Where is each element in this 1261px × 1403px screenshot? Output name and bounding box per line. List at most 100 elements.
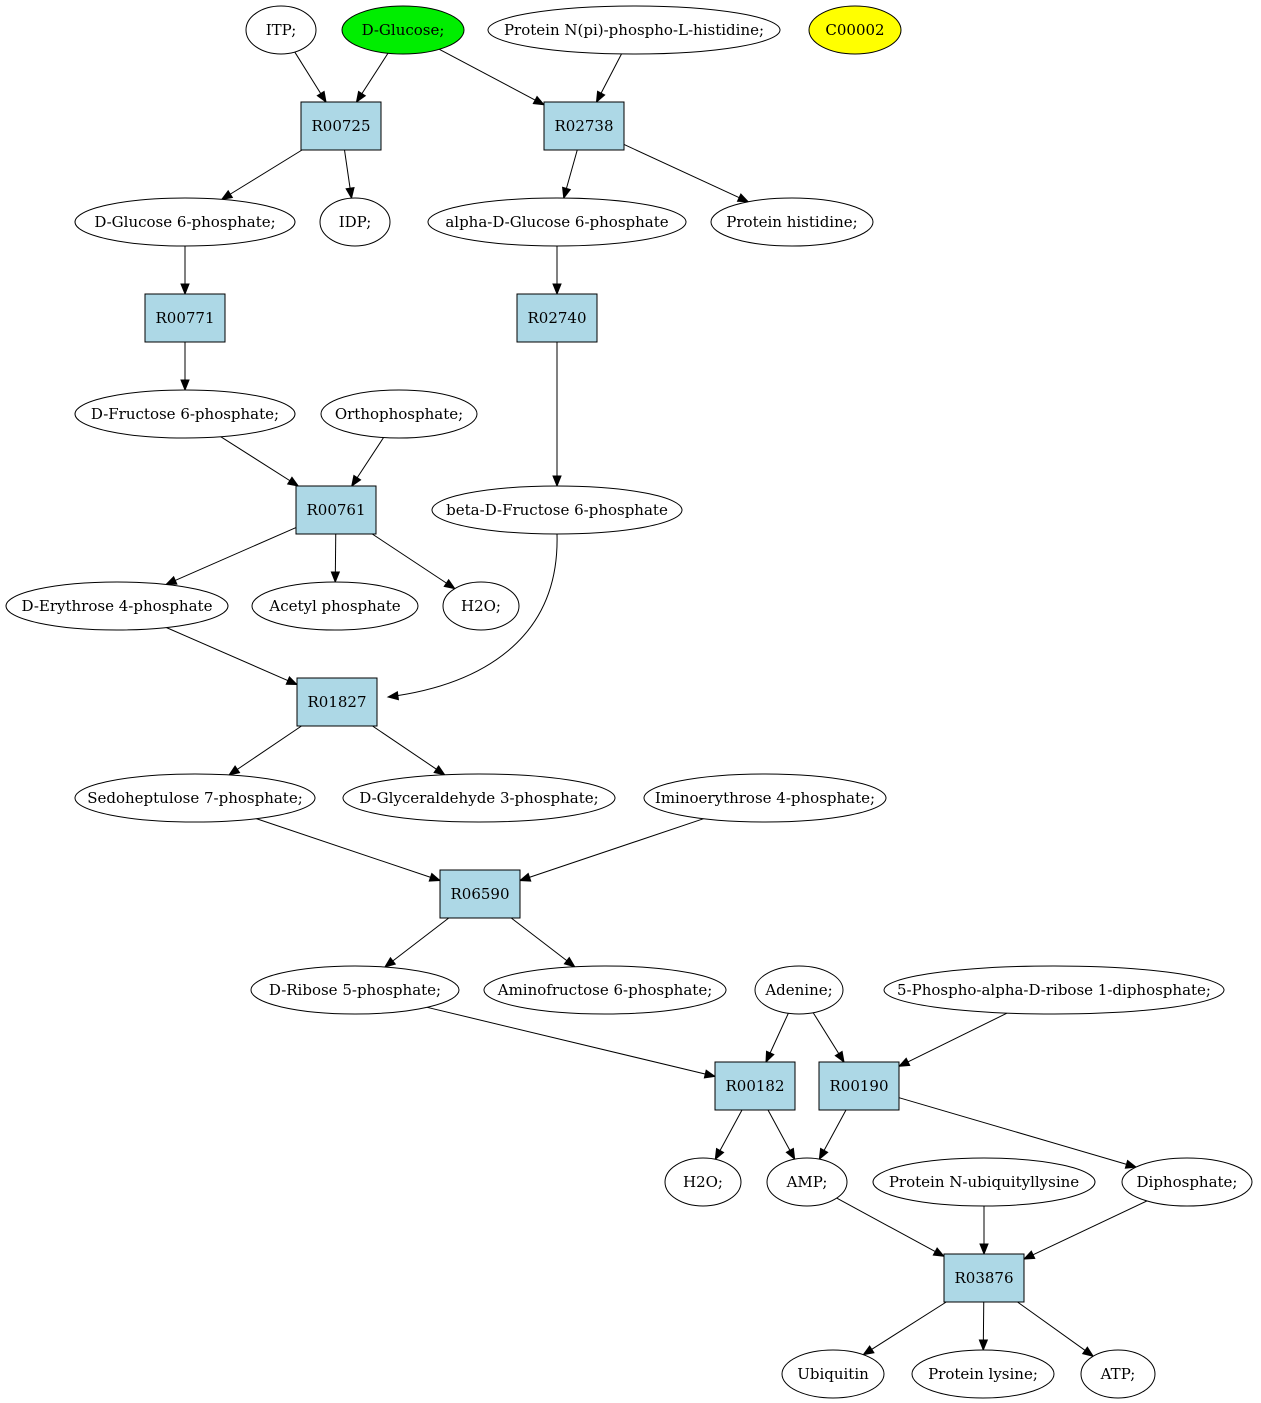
edge-r01827-to-ga3p [372, 725, 445, 776]
compound-node-prothis[interactable]: Protein histidine; [710, 197, 874, 247]
edge-e4p-to-r01827 [166, 627, 298, 686]
compound-node-idp[interactable]: IDP; [319, 197, 391, 247]
edge-s7p-to-r06590 [256, 818, 441, 882]
compound-label: alpha-D-Glucose 6-phosphate [445, 213, 668, 231]
edge-r00190-to-amp-arrowhead [818, 1147, 829, 1161]
compound-node-ga3p[interactable]: D-Glyceraldehyde 3-phosphate; [342, 773, 616, 823]
compound-node-aminof6p[interactable]: Aminofructose 6-phosphate; [483, 965, 727, 1015]
compound-node-protlys[interactable]: Protein lysine; [911, 1349, 1055, 1399]
edge-r02738-to-prothis-arrowhead [736, 193, 750, 203]
edge-protnub-to-r03876-arrowhead [979, 1243, 989, 1256]
compound-node-protnpi[interactable]: Protein N(pi)-phospho-L-histidine; [487, 5, 781, 55]
compound-node-bf6p[interactable]: beta-D-Fructose 6-phosphate [431, 485, 683, 535]
compound-ellipse [431, 485, 683, 535]
compound-node-s7p[interactable]: Sedoheptulose 7-phosphate; [74, 773, 316, 823]
compound-label: Protein lysine; [928, 1365, 1038, 1383]
edge-diphos-to-r03876-arrowhead [1022, 1250, 1036, 1260]
compound-node-r5p[interactable]: D-Ribose 5-phosphate; [250, 965, 460, 1015]
compound-node-itp[interactable]: ITP; [245, 5, 317, 55]
reaction-label: R03876 [954, 1269, 1013, 1287]
reaction-node-r00761[interactable]: R00761 [295, 485, 377, 535]
reaction-box [295, 485, 377, 535]
reaction-node-r02740[interactable]: R02740 [516, 293, 598, 343]
edges-layer [164, 48, 1148, 1357]
compound-ellipse [664, 1157, 742, 1207]
compound-node-h2o2[interactable]: H2O; [664, 1157, 742, 1207]
edge-adenine-to-r00190-arrowhead [834, 1050, 845, 1064]
edge-s7p-to-r06590-arrowhead [428, 872, 442, 882]
edge-adenine-to-r00182-arrowhead [765, 1050, 775, 1064]
reaction-node-r01827[interactable]: R01827 [296, 677, 378, 727]
compound-label: D-Glucose; [362, 21, 445, 39]
reaction-node-r03876[interactable]: R03876 [943, 1253, 1025, 1303]
compound-ellipse [251, 581, 419, 631]
reaction-box [714, 1061, 796, 1111]
compound-node-f6p[interactable]: D-Fructose 6-phosphate; [74, 389, 296, 439]
edge-r02738-to-prothis [623, 144, 749, 203]
compound-label: D-Glyceraldehyde 3-phosphate; [359, 789, 598, 807]
compound-node-dglucose[interactable]: D-Glucose; [341, 5, 465, 55]
compound-label: Protein histidine; [726, 213, 857, 231]
compound-node-acetylp[interactable]: Acetyl phosphate [251, 581, 419, 631]
compound-node-g6p[interactable]: D-Glucose 6-phosphate; [74, 197, 296, 247]
compound-node-adenine[interactable]: Adenine; [754, 965, 844, 1015]
reaction-label: R00761 [306, 501, 365, 519]
edge-r00761-to-h2o1 [371, 533, 456, 590]
edge-r00761-to-acetylp-arrowhead [330, 571, 341, 584]
edge-protnpi-to-r02738-arrowhead [595, 90, 606, 104]
reaction-node-r02738[interactable]: R02738 [543, 101, 625, 151]
edge-r00182-to-h2o2-arrowhead [714, 1147, 725, 1161]
reaction-node-r00182[interactable]: R00182 [714, 1061, 796, 1111]
compound-label: Acetyl phosphate [268, 597, 400, 615]
edge-r03876-to-atp [1017, 1301, 1094, 1357]
edge-r5p-to-r00182-arrowhead [703, 1069, 717, 1079]
compound-node-diphos[interactable]: Diphosphate; [1121, 1157, 1253, 1207]
compound-ellipse [710, 197, 874, 247]
compound-ellipse [883, 965, 1225, 1015]
reaction-label: R00182 [725, 1077, 784, 1095]
edge-r00182-to-amp-arrowhead [785, 1147, 796, 1161]
compound-node-ortho[interactable]: Orthophosphate; [320, 389, 478, 439]
reaction-label: R00771 [155, 309, 214, 327]
compound-label: Sedoheptulose 7-phosphate; [87, 789, 303, 807]
compound-node-ubiquitin[interactable]: Ubiquitin [781, 1349, 885, 1399]
compound-ellipse [5, 581, 229, 631]
compound-label: H2O; [683, 1173, 723, 1191]
compound-label: ATP; [1100, 1365, 1136, 1383]
edge-diphos-to-r03876 [1023, 1200, 1148, 1260]
edge-r03876-to-ubiquitin [863, 1301, 947, 1356]
compound-node-h2o1[interactable]: H2O; [442, 581, 520, 631]
compound-ellipse [808, 5, 902, 55]
edge-dglucose-to-r02738 [439, 48, 545, 106]
edge-r06590-to-aminof6p-arrowhead [563, 956, 576, 968]
edge-g6p-to-r00771-arrowhead [180, 283, 190, 296]
compound-ellipse [643, 773, 887, 823]
reaction-node-r00725[interactable]: R00725 [300, 101, 382, 151]
compound-ellipse [341, 5, 465, 55]
compound-label: Iminoerythrose 4-phosphate; [655, 789, 875, 807]
compound-node-amp[interactable]: AMP; [766, 1157, 848, 1207]
reaction-label: R00190 [829, 1077, 888, 1095]
compound-ellipse [872, 1157, 1096, 1207]
reaction-label: R06590 [450, 885, 509, 903]
reaction-label: R01827 [307, 693, 366, 711]
reaction-node-r06590[interactable]: R06590 [439, 869, 521, 919]
compound-node-imino[interactable]: Iminoerythrose 4-phosphate; [643, 773, 887, 823]
compound-label: Protein N(pi)-phospho-L-histidine; [504, 21, 764, 39]
compound-node-protnub[interactable]: Protein N-ubiquityllysine [872, 1157, 1096, 1207]
compound-node-prpp[interactable]: 5-Phospho-alpha-D-ribose 1-diphosphate; [883, 965, 1225, 1015]
reaction-node-r00771[interactable]: R00771 [144, 293, 226, 343]
edge-r02738-to-ag6p-arrowhead [562, 186, 572, 200]
compound-node-atp[interactable]: ATP; [1080, 1349, 1156, 1399]
compound-label: Orthophosphate; [335, 405, 463, 423]
compound-label: Adenine; [764, 981, 832, 999]
reaction-label: R02740 [527, 309, 586, 327]
compound-node-ag6p[interactable]: alpha-D-Glucose 6-phosphate [427, 197, 687, 247]
compound-node-e4p[interactable]: D-Erythrose 4-phosphate [5, 581, 229, 631]
compound-node-c00002[interactable]: C00002 [808, 5, 902, 55]
edge-r00725-to-g6p [221, 149, 303, 200]
reaction-box [300, 101, 382, 151]
reaction-node-r00190[interactable]: R00190 [818, 1061, 900, 1111]
compound-label: D-Fructose 6-phosphate; [91, 405, 279, 423]
compound-label: ITP; [266, 21, 297, 39]
